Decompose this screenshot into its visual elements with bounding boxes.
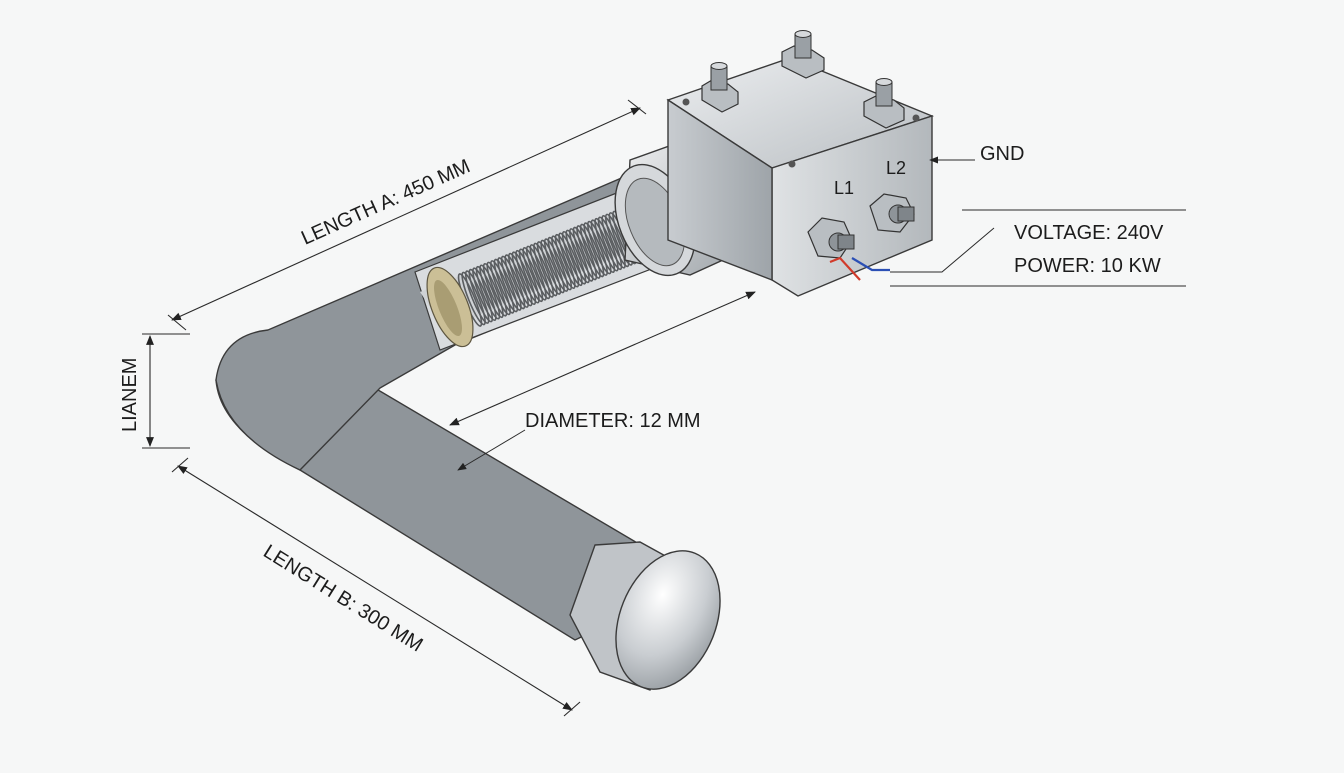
length-b-label: LENGTH B: 300 MM <box>259 541 426 657</box>
tube-end-cap <box>569 541 721 691</box>
top-stud-middle <box>781 30 825 79</box>
terminal-l1-label: L1 <box>834 178 854 198</box>
terminal-l1 <box>807 217 855 259</box>
power-label: POWER: 10 KW <box>1014 255 1161 277</box>
top-stud-left <box>701 62 739 113</box>
terminal-box <box>666 57 935 297</box>
voltage-label: VOLTAGE: 240V <box>1014 222 1164 244</box>
gnd-label: GND <box>980 143 1024 165</box>
top-stud-right <box>863 78 905 129</box>
external-wires <box>829 256 890 281</box>
electrical-spec-callout: VOLTAGE: 240V POWER: 10 KW <box>890 209 1186 287</box>
gnd-callout: GND <box>929 143 1024 165</box>
length-a-label: LENGTH A: 450 MM <box>298 155 473 249</box>
dimension-side: LIANEM <box>119 333 190 449</box>
side-dim-label: LIANEM <box>119 358 141 432</box>
terminal-l2-label: L2 <box>886 158 906 178</box>
diameter-label: DIAMETER: 12 MM <box>525 410 701 432</box>
terminal-l2 <box>869 193 915 233</box>
dimension-diameter: DIAMETER: 12 MM <box>449 291 756 471</box>
